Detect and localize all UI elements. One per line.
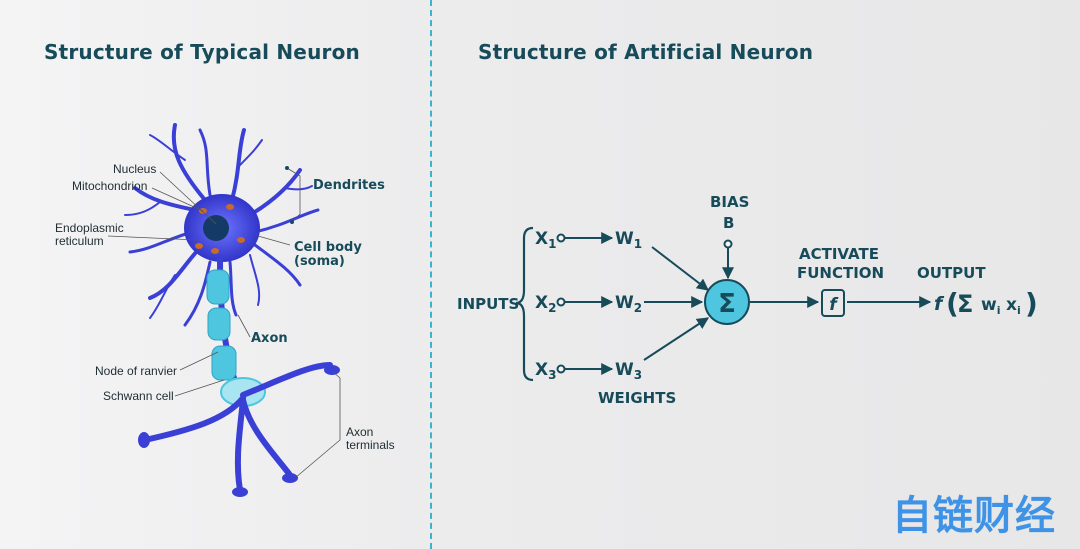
bias-label: BIAS [710, 193, 749, 211]
watermark-logo: 自链财经 [892, 493, 1056, 539]
output-paren-close: ) [1025, 287, 1038, 320]
input-x1: X1 [535, 229, 556, 251]
input-x2: X2 [535, 293, 556, 315]
artificial-neuron-title: Structure of Artificial Neuron [478, 40, 814, 64]
neuron-title: Structure of Typical Neuron [44, 40, 360, 64]
label-er-line2: reticulum [55, 234, 104, 248]
output-label: OUTPUT [917, 264, 986, 282]
artificial-neuron-lines [515, 226, 932, 382]
output-w: wi [981, 295, 1001, 317]
annotation-dots [285, 166, 294, 224]
weight-w3: W3 [615, 360, 642, 382]
nucleus [203, 215, 229, 241]
sum-node [704, 279, 750, 325]
input-nodes [556, 233, 733, 374]
bias-symbol: B [723, 214, 734, 232]
weight-w2: W2 [615, 293, 642, 315]
dendrite-branches [124, 123, 320, 327]
weights-label: WEIGHTS [598, 389, 676, 407]
output-paren-open: ( [946, 287, 959, 320]
label-axon: Axon [251, 331, 288, 346]
sigma-icon: Σ [718, 289, 736, 319]
label-node-ranvier: Node of ranvier [95, 364, 177, 378]
activate-label-line2: FUNCTION [797, 264, 884, 282]
label-terminals-line1: Axon [346, 425, 373, 439]
output-sigma: Σ [957, 290, 973, 318]
neuron-illustration [107, 123, 341, 497]
input-x3: X3 [535, 360, 556, 382]
inputs-label: INPUTS [457, 295, 519, 313]
terminal-buttons [138, 365, 340, 497]
label-mitochondrion: Mitochondrion [72, 179, 147, 193]
annotation-lines [107, 167, 341, 479]
activation-box [821, 289, 845, 317]
divider-line [430, 0, 432, 549]
activate-label-line1: ACTIVATE [799, 245, 879, 263]
output-f: f [934, 293, 945, 315]
output-x: xi [1006, 295, 1021, 317]
axon-terminals [142, 362, 333, 493]
function-icon: f [829, 295, 839, 315]
label-cell-body-line2: (soma) [294, 254, 345, 269]
label-nucleus: Nucleus [113, 162, 156, 176]
output-formula: f ( Σ wi xi ) [934, 287, 1038, 320]
weight-w1: W1 [615, 229, 642, 251]
label-cell-body-line1: Cell body [294, 240, 362, 255]
label-terminals-line2: terminals [346, 438, 395, 452]
label-er-line1: Endoplasmic [55, 221, 124, 235]
label-schwann-cell: Schwann cell [103, 389, 174, 403]
label-dendrites: Dendrites [313, 178, 385, 193]
